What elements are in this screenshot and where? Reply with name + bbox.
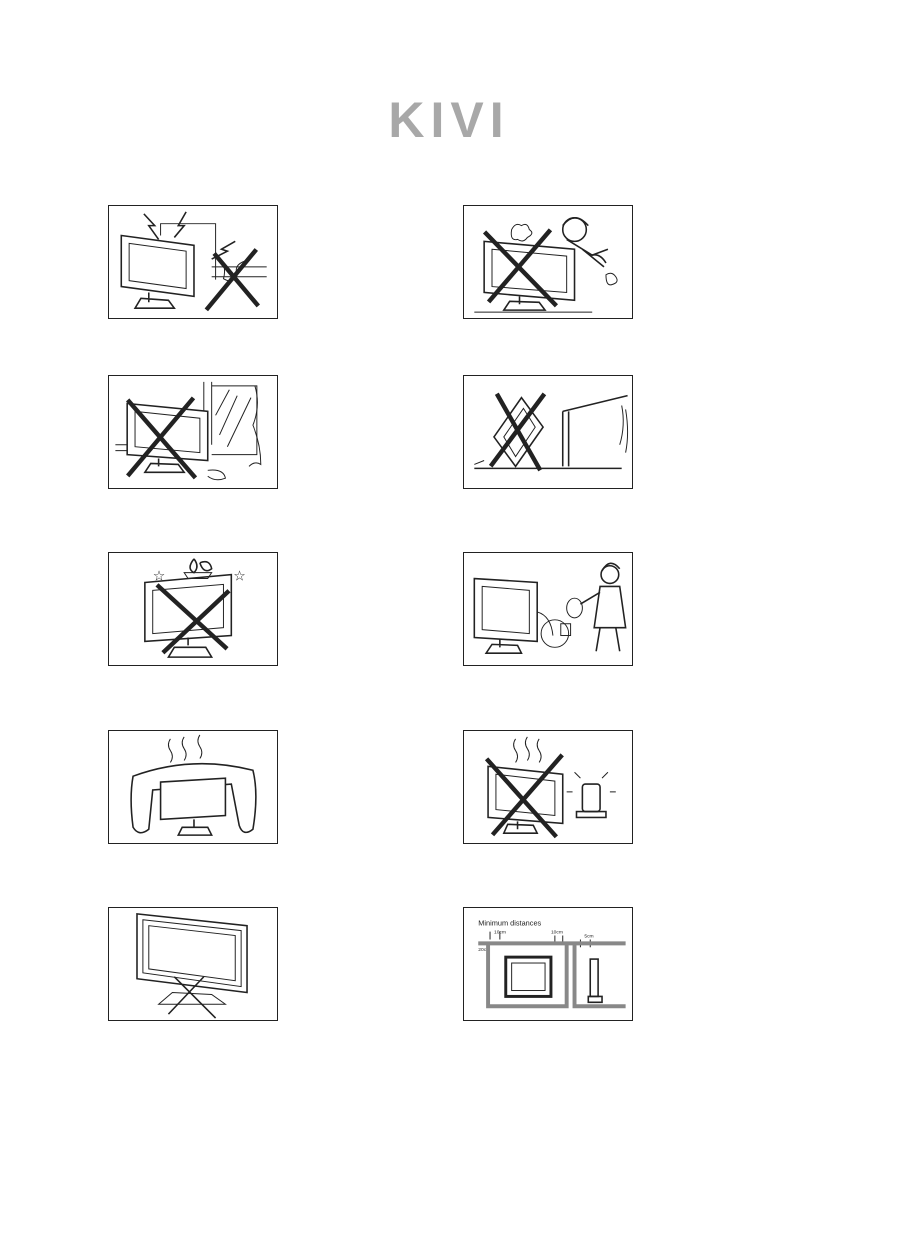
panel-falling-tv xyxy=(463,375,633,489)
child-climbing-warning-icon xyxy=(464,206,632,318)
wall-mount-warning-icon xyxy=(109,908,277,1020)
heat-source-warning-icon xyxy=(464,731,632,843)
kivi-logo: KIVI xyxy=(389,96,509,140)
label-top-right: 10cm xyxy=(551,930,563,936)
objects-on-top-warning-icon: ☆ ☆ xyxy=(109,553,277,665)
panel-cover-ventilation xyxy=(108,730,278,844)
panel-child-climbing xyxy=(463,205,633,319)
panel-rain-window xyxy=(108,375,278,489)
lightning-warning-icon xyxy=(109,206,277,318)
panel-wall-mount xyxy=(108,907,278,1021)
covered-vents-warning-icon xyxy=(109,731,277,843)
panel-unplug xyxy=(463,552,633,666)
panel-heater xyxy=(463,730,633,844)
brand-logo-text: KIVI xyxy=(389,96,509,140)
unplug-power-icon xyxy=(464,553,632,665)
panel-objects-on-top: ☆ ☆ xyxy=(108,552,278,666)
panel-min-distances: Minimum distances 10cm 10cm 20cm 5cm xyxy=(463,907,633,1021)
panel-lightning-antenna xyxy=(108,205,278,319)
diagram-title: Minimum distances xyxy=(478,919,541,928)
svg-text:☆: ☆ xyxy=(233,569,245,584)
moisture-warning-icon xyxy=(109,376,277,488)
unstable-surface-warning-icon xyxy=(464,376,632,488)
label-rear: 5cm xyxy=(584,933,593,939)
ventilation-clearance-icon: Minimum distances 10cm 10cm 20cm 5cm xyxy=(464,908,632,1020)
svg-text:☆: ☆ xyxy=(153,569,165,584)
